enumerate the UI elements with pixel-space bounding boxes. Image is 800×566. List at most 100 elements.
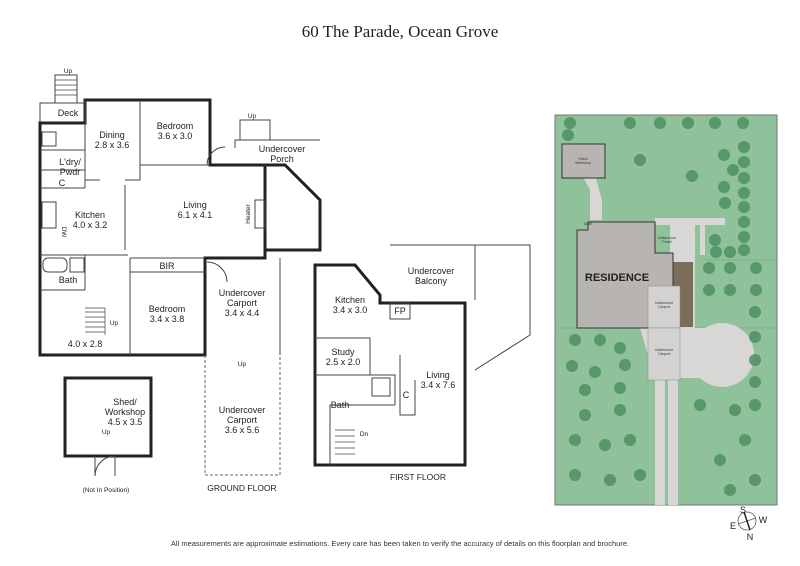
tree-icon	[703, 284, 715, 296]
shed-up-label: Up	[102, 429, 111, 436]
tree-icon	[738, 244, 750, 256]
tree-icon	[718, 149, 730, 161]
tree-icon	[737, 117, 749, 129]
room-ff-bath: Bath	[331, 400, 350, 410]
room-dining-size: 2.8 x 3.6	[95, 140, 130, 150]
room-ff-living-size: 3.4 x 7.6	[421, 380, 456, 390]
first-floor-label: FIRST FLOOR	[390, 472, 446, 482]
site-residence-label: RESIDENCE	[585, 272, 649, 284]
tree-icon	[724, 284, 736, 296]
room-carport-1: Undercover	[219, 288, 266, 298]
tree-icon	[738, 172, 750, 184]
tree-icon	[749, 376, 761, 388]
compass-south: S	[740, 505, 746, 515]
room-carport-1-line2: Carport	[227, 298, 258, 308]
tree-icon	[709, 117, 721, 129]
tree-icon	[709, 234, 721, 246]
tree-icon	[624, 434, 636, 446]
tree-icon	[599, 439, 611, 451]
room-ff-kitchen: Kitchen	[335, 295, 365, 305]
room-bedroom-2-size: 3.4 x 3.8	[150, 314, 185, 324]
tree-icon	[749, 474, 761, 486]
room-ff-kitchen-size: 3.4 x 3.0	[333, 305, 368, 315]
tree-icon	[724, 262, 736, 274]
room-laundry-line2: Pwdr	[60, 167, 81, 177]
tree-icon	[562, 129, 574, 141]
site-carport-label: Undercover	[655, 301, 674, 305]
room-bedroom-2: Bedroom	[149, 304, 186, 314]
tree-icon	[738, 216, 750, 228]
site-shed-label-line2: Workshop	[575, 161, 591, 165]
internal-stairs-up-label: Up	[110, 320, 119, 327]
ground-floor-plan	[38, 74, 322, 476]
room-carport-2-size: 3.6 x 5.6	[225, 425, 260, 435]
shed-plan	[63, 376, 153, 458]
room-bath: Bath	[59, 275, 78, 285]
room-bedroom-1: Bedroom	[157, 121, 194, 131]
tree-icon	[738, 141, 750, 153]
tree-icon	[589, 366, 601, 378]
tree-icon	[749, 331, 761, 343]
tree-icon	[579, 384, 591, 396]
tree-icon	[750, 262, 762, 274]
tree-icon	[718, 181, 730, 193]
room-carport-2-line2: Carport	[227, 415, 258, 425]
ff-cupboard-label: C	[403, 390, 410, 400]
cupboard-label: C	[59, 178, 66, 188]
site-plan	[554, 114, 778, 506]
tree-icon	[624, 117, 636, 129]
tree-icon	[594, 334, 606, 346]
tree-icon	[738, 156, 750, 168]
tree-icon	[724, 246, 736, 258]
compass-north: N	[747, 532, 754, 542]
room-study: Study	[331, 347, 355, 357]
room-carport-1-size: 3.4 x 4.4	[225, 308, 260, 318]
compass-west: W	[759, 515, 768, 525]
room-dining: Dining	[99, 130, 125, 140]
tree-icon	[634, 154, 646, 166]
room-stair-size: 4.0 x 2.8	[68, 339, 103, 349]
tree-icon	[749, 354, 761, 366]
room-kitchen: Kitchen	[75, 210, 105, 220]
tree-icon	[719, 197, 731, 209]
tree-icon	[654, 117, 666, 129]
tree-icon	[614, 404, 626, 416]
stairs-down-label: Dn	[360, 431, 369, 438]
tree-icon	[724, 484, 736, 496]
tree-icon	[739, 434, 751, 446]
tree-icon	[738, 187, 750, 199]
tree-icon	[634, 469, 646, 481]
ground-floor-label: GROUND FLOOR	[207, 483, 276, 493]
shed-size: 4.5 x 3.5	[108, 417, 143, 427]
compass-icon	[737, 511, 757, 531]
tree-icon	[569, 469, 581, 481]
site-carport-lower-label: Undercover	[655, 348, 674, 352]
heater-label: Heater	[245, 203, 252, 223]
room-bedroom-1-size: 3.6 x 3.0	[158, 131, 193, 141]
room-deck: Deck	[58, 108, 79, 118]
room-laundry: L'dry/	[59, 157, 81, 167]
site-deck-label: Deck	[584, 222, 592, 226]
tree-icon	[619, 359, 631, 371]
room-study-size: 2.5 x 2.0	[326, 357, 361, 367]
tree-icon	[749, 306, 761, 318]
tree-icon	[738, 231, 750, 243]
room-bir: BIR	[159, 261, 175, 271]
first-floor-plan	[313, 244, 531, 467]
tree-icon	[710, 246, 722, 258]
tree-icon	[738, 201, 750, 213]
room-porch-line2: Porch	[270, 154, 294, 164]
carport-up-label: Up	[238, 361, 247, 368]
room-living: Living	[183, 200, 207, 210]
tree-icon	[750, 284, 762, 296]
room-balcony-line2: Balcony	[415, 276, 448, 286]
tree-icon	[686, 170, 698, 182]
shed-note: (Not In Position)	[83, 487, 130, 494]
stairs-up-label: Up	[64, 68, 73, 75]
porch-stairs-up-label: Up	[248, 113, 257, 120]
tree-icon	[729, 404, 741, 416]
compass-east: E	[730, 521, 736, 531]
tree-icon	[569, 434, 581, 446]
tree-icon	[564, 117, 576, 129]
